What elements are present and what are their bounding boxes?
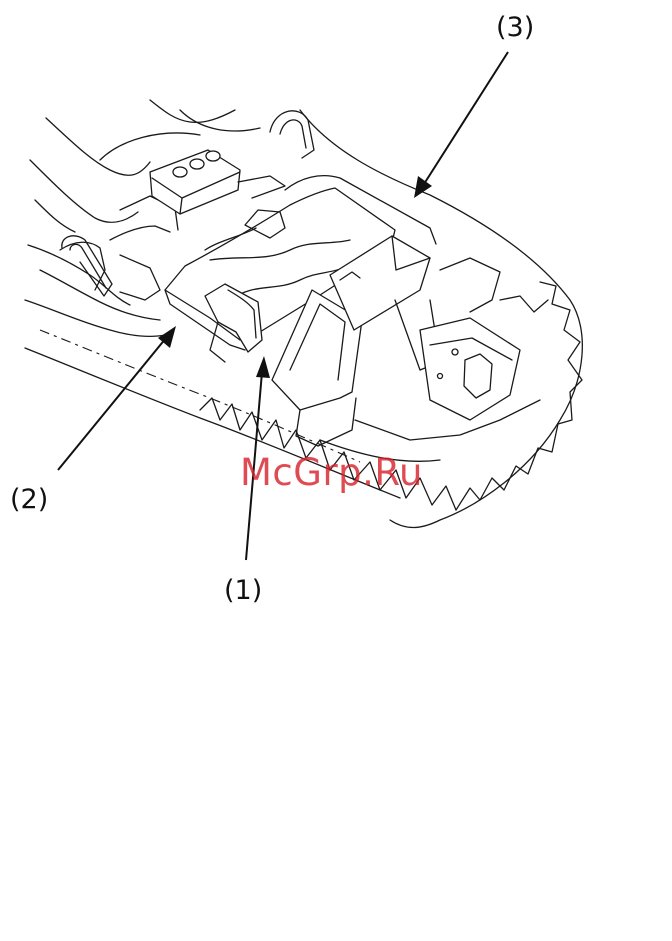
watermark: McGrp.Ru — [240, 451, 423, 494]
callout-arrow-2 — [58, 326, 176, 470]
callout-label-3: (3) — [496, 14, 534, 41]
battery — [150, 150, 285, 214]
callout-label-2: (2) — [10, 486, 48, 513]
callout-arrow-3 — [414, 52, 508, 198]
callout-label-1: (1) — [224, 577, 262, 604]
